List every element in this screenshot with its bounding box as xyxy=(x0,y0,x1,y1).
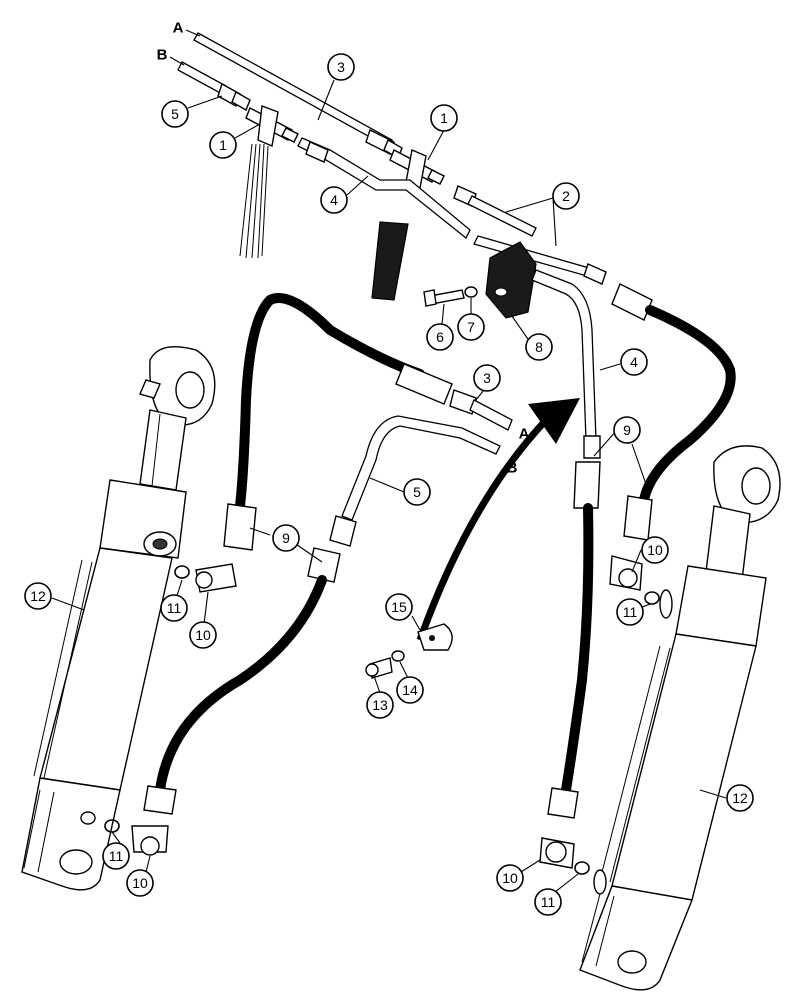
callout-11: 11 xyxy=(534,888,562,916)
tube-2-pieces xyxy=(453,185,607,285)
svg-text:2: 2 xyxy=(562,188,570,204)
callout-5: 5 xyxy=(403,478,431,506)
routing-arrow xyxy=(416,398,580,642)
callout-1: 1 xyxy=(430,104,458,132)
tube-a-upper xyxy=(193,32,403,160)
callout-8: 8 xyxy=(525,333,553,361)
svg-text:13: 13 xyxy=(372,697,388,713)
callout-1: 1 xyxy=(209,131,237,159)
svg-text:10: 10 xyxy=(195,627,211,643)
callout-12: 12 xyxy=(726,784,754,812)
elbow-fitting-10-left-lower xyxy=(131,825,169,856)
washer-7 xyxy=(464,286,478,298)
elbow-fitting-10-right-upper xyxy=(609,555,643,591)
svg-text:11: 11 xyxy=(109,848,124,864)
callout-4: 4 xyxy=(620,348,648,376)
callout-13: 13 xyxy=(366,691,394,719)
hose-stubs xyxy=(239,143,409,301)
svg-text:10: 10 xyxy=(502,870,518,886)
callout-7: 7 xyxy=(457,313,485,341)
tube-3-lower xyxy=(449,389,513,431)
callout-6: 6 xyxy=(426,323,454,351)
tube-end-letter-a-lower: A xyxy=(519,426,530,443)
svg-text:11: 11 xyxy=(623,604,638,620)
svg-text:5: 5 xyxy=(171,106,179,122)
callout-11: 11 xyxy=(160,594,188,622)
svg-text:10: 10 xyxy=(647,542,663,558)
svg-text:3: 3 xyxy=(483,370,491,386)
tube-4-lower xyxy=(531,269,601,459)
svg-text:A: A xyxy=(173,20,184,37)
callout-15: 15 xyxy=(385,593,413,621)
tube-end-letter-a-top: A xyxy=(173,20,184,37)
hose-center xyxy=(143,547,341,815)
svg-text:1: 1 xyxy=(219,137,227,153)
svg-text:10: 10 xyxy=(132,875,148,891)
bolt-6 xyxy=(423,289,465,307)
callout-2: 2 xyxy=(552,182,580,210)
cylinder-right xyxy=(579,445,781,991)
callout-9: 9 xyxy=(613,416,641,444)
clamp-8 xyxy=(485,241,537,319)
svg-text:11: 11 xyxy=(541,894,556,910)
callout-10: 10 xyxy=(641,536,669,564)
svg-text:15: 15 xyxy=(391,599,407,615)
hose-right-lower xyxy=(547,461,601,819)
callout-3: 3 xyxy=(473,364,501,392)
callout-10: 10 xyxy=(126,869,154,897)
svg-text:12: 12 xyxy=(732,790,748,806)
o-ring-11-left-upper xyxy=(174,565,190,579)
tube-end-letter-b-top: B xyxy=(157,47,168,64)
callout-12: 12 xyxy=(24,582,52,610)
svg-text:4: 4 xyxy=(630,354,638,370)
tube-end-letter-b-lower: B xyxy=(507,460,518,477)
svg-text:9: 9 xyxy=(282,530,290,546)
svg-text:7: 7 xyxy=(467,319,475,335)
svg-text:B: B xyxy=(157,47,168,64)
tee-fitting-left xyxy=(245,105,299,147)
tube-b-upper xyxy=(177,61,251,112)
screw-13 xyxy=(365,657,393,679)
svg-text:5: 5 xyxy=(413,484,421,500)
tube-4-upper xyxy=(297,137,471,240)
callout-9: 9 xyxy=(272,524,300,552)
svg-text:6: 6 xyxy=(436,329,444,345)
o-ring-11-right-upper xyxy=(644,591,660,605)
svg-text:9: 9 xyxy=(623,422,631,438)
o-ring-11-right-lower xyxy=(574,861,590,875)
callout-4: 4 xyxy=(320,186,348,214)
svg-text:12: 12 xyxy=(30,588,46,604)
svg-text:B: B xyxy=(507,460,518,477)
hose-right-upper xyxy=(611,283,736,541)
svg-text:14: 14 xyxy=(402,682,418,698)
callout-3: 3 xyxy=(327,53,355,81)
svg-text:8: 8 xyxy=(535,339,543,355)
washer-14 xyxy=(391,650,405,662)
hose-left-upper xyxy=(223,293,453,551)
svg-text:4: 4 xyxy=(330,192,338,208)
svg-text:11: 11 xyxy=(167,600,182,616)
tube-5-lower xyxy=(329,415,501,547)
callout-14: 14 xyxy=(396,676,424,704)
callout-11: 11 xyxy=(102,842,130,870)
elbow-fitting-10-right-lower xyxy=(539,837,575,869)
callout-5: 5 xyxy=(161,100,189,128)
svg-text:1: 1 xyxy=(440,110,448,126)
svg-text:A: A xyxy=(519,426,530,443)
callout-10: 10 xyxy=(496,864,524,892)
callout-11: 11 xyxy=(616,598,644,626)
svg-text:3: 3 xyxy=(337,59,345,75)
cylinder-left xyxy=(21,346,216,891)
clip-15 xyxy=(417,623,453,651)
callout-10: 10 xyxy=(189,621,217,649)
elbow-fitting-10-left-upper xyxy=(195,563,237,593)
